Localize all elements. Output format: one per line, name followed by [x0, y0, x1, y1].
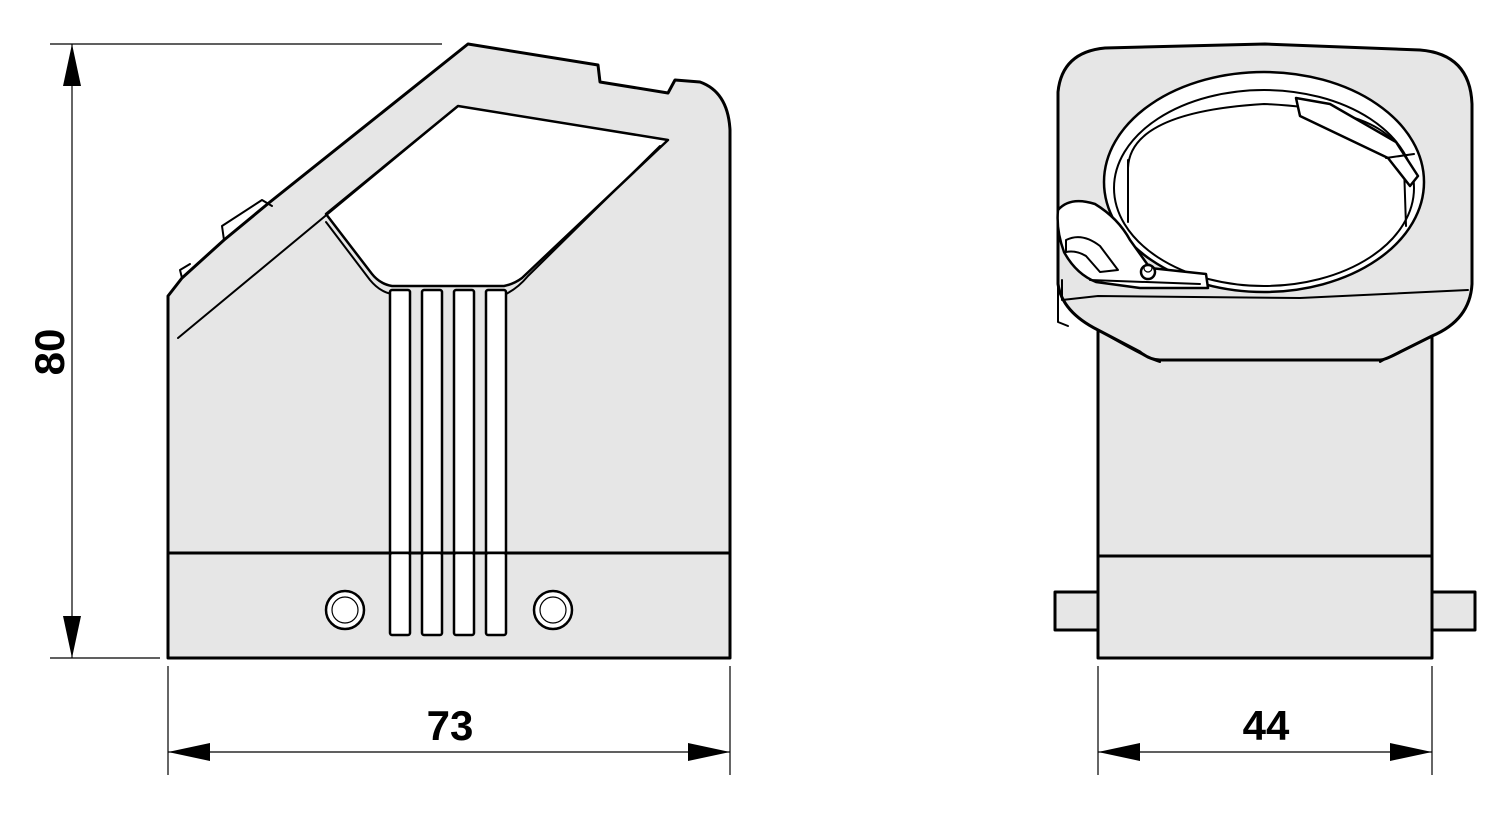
side-rib-lower	[484, 551, 508, 637]
side-base-band	[166, 551, 732, 660]
side-rib-lower	[452, 551, 476, 637]
front-head-lower-edge	[1097, 329, 1161, 363]
arrow-right	[1390, 743, 1432, 761]
front-tab-right	[1430, 590, 1477, 632]
dimension-width-front: 44	[1097, 666, 1433, 775]
front-head-lower-edge-right	[1379, 335, 1433, 363]
front-lock-lever-edge	[1089, 279, 1201, 285]
front-head-inner-rim	[1061, 279, 1469, 301]
front-bayonet-line	[1385, 153, 1415, 159]
side-ribs-lower	[388, 551, 508, 637]
dimension-label-height: 80	[26, 329, 73, 376]
side-screw-left	[324, 589, 366, 631]
front-lock-lever-inner	[1065, 236, 1119, 273]
side-rim-inner-right	[505, 145, 661, 295]
arrow-up	[63, 44, 81, 86]
front-head-side-left	[1057, 209, 1069, 327]
side-latch-bump	[221, 199, 273, 241]
dimension-label-width-side: 73	[427, 702, 474, 749]
side-screw-right	[532, 589, 574, 631]
side-latch-bump-small	[179, 263, 191, 279]
dimension-width-side: 73	[167, 666, 731, 775]
side-rim-line	[177, 105, 459, 339]
front-base-band	[1096, 554, 1434, 660]
side-rib-lower	[388, 551, 412, 637]
front-lock-pin-top	[1143, 263, 1153, 273]
front-bayonet-slot	[1294, 96, 1420, 188]
front-view	[1053, 42, 1477, 660]
side-rib-lower	[420, 551, 444, 637]
front-ring-inner-rim	[1113, 89, 1415, 287]
front-lower-body	[1096, 328, 1434, 560]
arrow-down	[63, 616, 81, 658]
arrow-left	[1098, 743, 1140, 761]
arrow-right	[688, 743, 730, 761]
dimension-height: 80	[26, 43, 442, 659]
dimension-label-width-front: 44	[1243, 702, 1290, 749]
side-top-panel	[324, 104, 670, 288]
front-tab-left	[1053, 590, 1100, 632]
arrow-left	[168, 743, 210, 761]
side-view	[166, 42, 732, 660]
